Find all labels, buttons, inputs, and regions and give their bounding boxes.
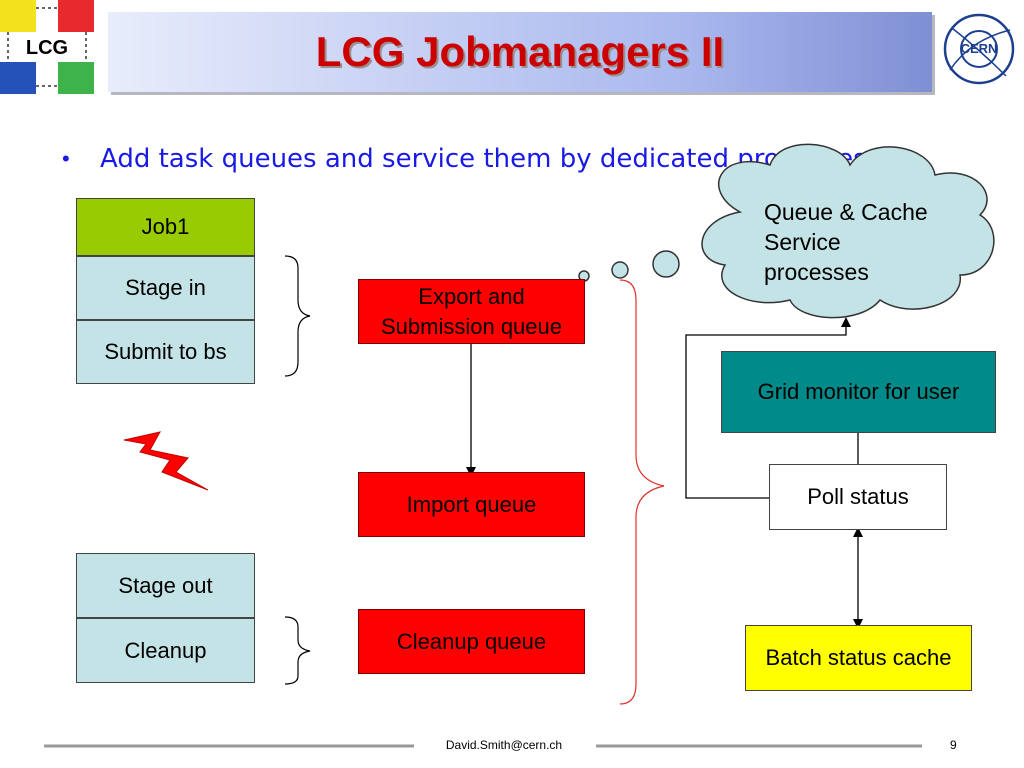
footer-email: David.Smith@cern.ch — [445, 738, 563, 752]
page-title: LCG Jobmanagers II — [315, 28, 725, 75]
cloud-label: Queue & Cache Service processes — [764, 198, 964, 288]
arrow-poll-to-cloud — [685, 317, 851, 499]
batch-status-cache-box: Batch status cache — [745, 625, 972, 691]
brace-red — [619, 279, 665, 705]
title-bar — [108, 12, 932, 92]
lcg-logo-text: LCG — [26, 37, 68, 59]
job1-box: Job1 — [76, 198, 255, 256]
cloud-line: Queue & Cache — [764, 199, 928, 225]
export-submission-queue: Export and Submission queue — [358, 279, 585, 344]
lightning-icon — [123, 431, 209, 491]
cleanup-queue: Cleanup queue — [358, 609, 585, 674]
thought-bubble-large — [652, 250, 680, 278]
submit-to-bs-box: Submit to bs — [76, 320, 255, 384]
cloud-line: Service — [764, 228, 841, 255]
poll-status-box: Poll status — [769, 464, 947, 530]
cern-logo: CERN — [943, 13, 1015, 85]
stage-out-box: Stage out — [76, 553, 255, 618]
cleanup-box: Cleanup — [76, 618, 255, 683]
grid-monitor-box: Grid monitor for user — [721, 351, 996, 433]
lcg-logo: LCG — [0, 0, 94, 94]
import-queue: Import queue — [358, 472, 585, 537]
cloud-line: processes — [764, 258, 869, 285]
thought-bubble-medium — [611, 261, 629, 279]
cern-logo-text: CERN — [961, 41, 998, 56]
footer-page-number: 9 — [950, 738, 957, 752]
export-queue-line: Submission queue — [380, 313, 562, 339]
export-queue-line: Export and — [418, 283, 525, 309]
bullet-marker: • — [62, 146, 70, 171]
brace-bottom — [284, 616, 311, 685]
cloud-shape — [701, 143, 995, 319]
brace-top — [284, 255, 311, 377]
stage-in-box: Stage in — [76, 256, 255, 320]
